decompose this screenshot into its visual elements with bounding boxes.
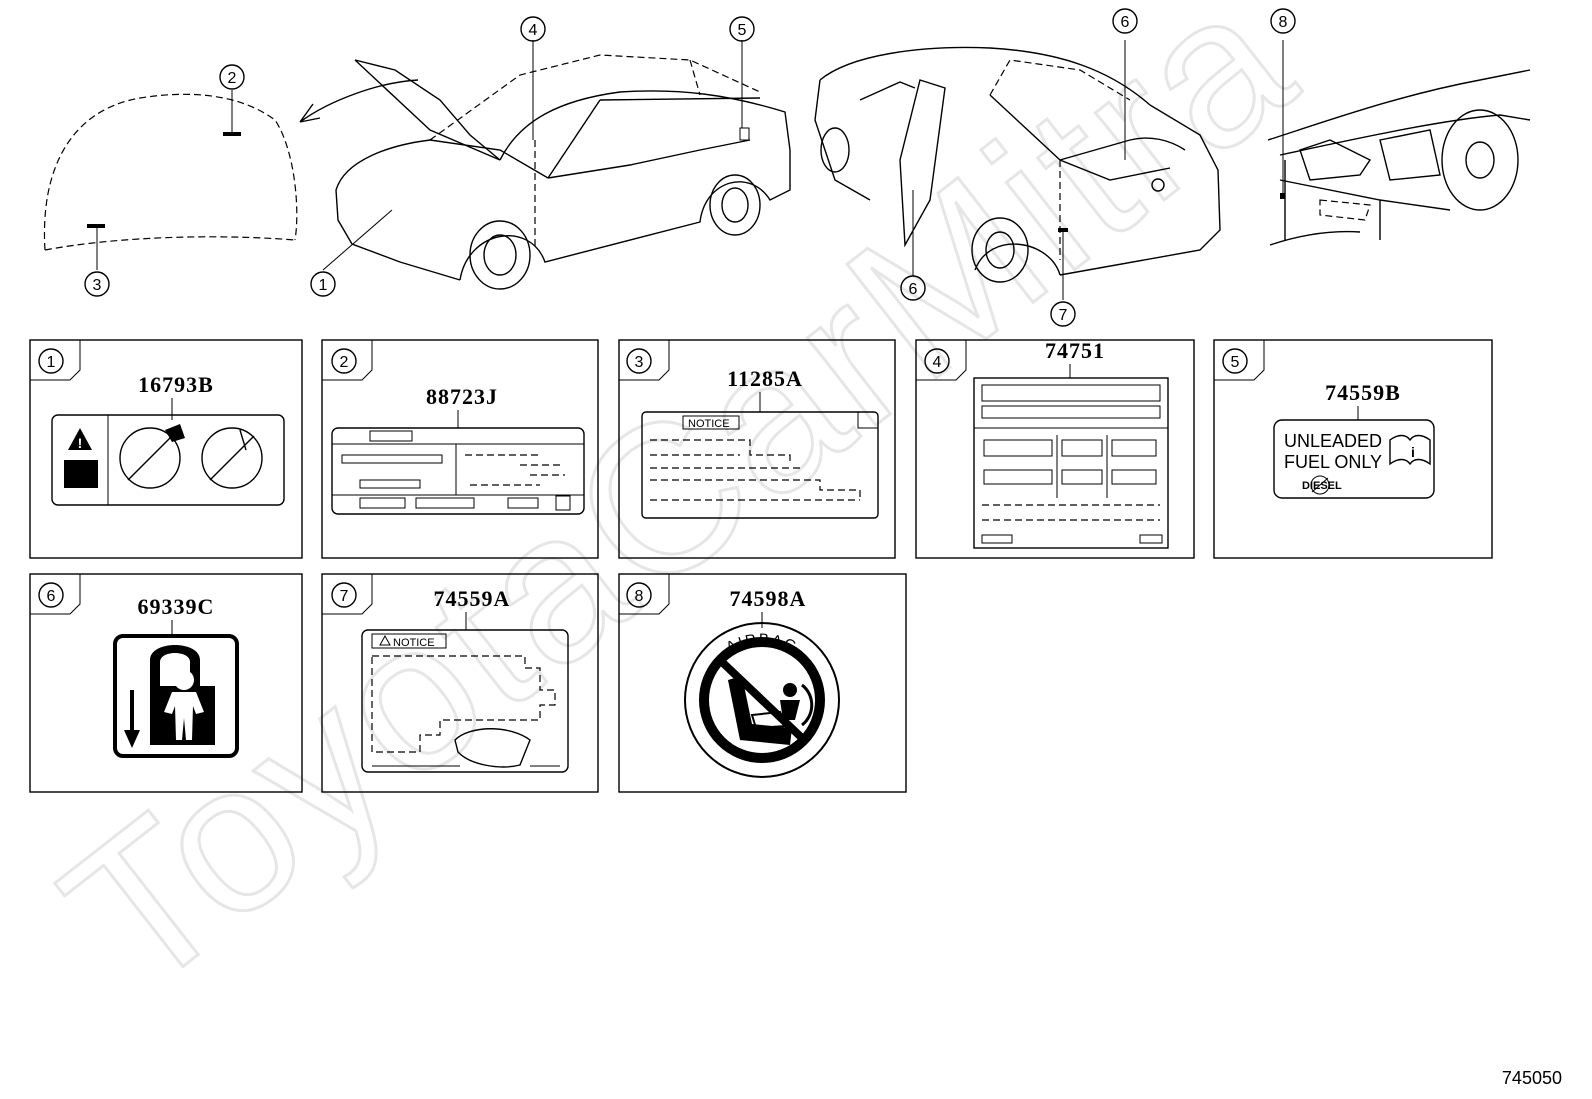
dashboard-illustration	[1267, 40, 1531, 246]
label-graphic	[331, 427, 585, 515]
svg-text:4: 4	[933, 354, 942, 371]
notice-text: NOTICE	[393, 637, 435, 649]
panel-1: 1 16793B !	[29, 339, 303, 559]
airbag-label-graphic: AIRBAG	[684, 622, 840, 778]
callout-7: 7	[1050, 301, 1076, 327]
label-graphic	[51, 414, 285, 506]
svg-text:5: 5	[1231, 354, 1240, 371]
svg-text:4: 4	[529, 22, 538, 39]
svg-text:8: 8	[1279, 14, 1288, 31]
callout-6-door: 6	[900, 275, 926, 301]
label-graphic	[973, 377, 1169, 549]
panel-3: 3 11285A NOTICE	[618, 339, 896, 559]
panel-7: 7 74559A NOTICE	[321, 573, 599, 793]
direction-arrow	[299, 79, 419, 123]
callout-6-trunk: 6	[1112, 8, 1138, 34]
label-graphic	[641, 411, 879, 519]
part-number: 74598A	[730, 586, 807, 611]
label-graphic	[1273, 419, 1435, 499]
svg-text:6: 6	[1121, 14, 1130, 31]
svg-text:3: 3	[93, 277, 102, 294]
callout-3: 3	[84, 271, 110, 297]
panel-2: 2 88723J	[321, 339, 599, 559]
svg-text:7: 7	[1059, 307, 1068, 324]
callout-8: 8	[1270, 8, 1296, 34]
notice-text: NOTICE	[688, 418, 730, 430]
part-number: 88723J	[426, 384, 498, 409]
unleaded-text: UNLEADED	[1284, 431, 1382, 451]
part-number: 11285A	[727, 366, 803, 391]
diesel-text: DIESEL	[1302, 480, 1342, 492]
callout-4: 4	[520, 16, 546, 42]
callout-5: 5	[729, 16, 755, 42]
car-front-illustration	[322, 40, 791, 290]
svg-text:6: 6	[47, 588, 56, 605]
svg-text:2: 2	[340, 354, 349, 371]
callout-1: 1	[310, 271, 336, 297]
svg-text:8: 8	[635, 588, 644, 605]
fuel-only-text: FUEL ONLY	[1284, 452, 1382, 472]
svg-text:5: 5	[738, 22, 747, 39]
car-rear-illustration	[814, 40, 1221, 300]
part-number: 16793B	[138, 372, 214, 397]
panel-6: 6 69339C	[29, 573, 303, 793]
part-number: 74559A	[434, 586, 511, 611]
callout-2: 2	[219, 64, 245, 90]
part-number: 74559B	[1325, 380, 1401, 405]
svg-text:1: 1	[47, 354, 56, 371]
svg-text:3: 3	[635, 354, 644, 371]
svg-text:6: 6	[909, 281, 918, 298]
hood-illustration	[43, 90, 298, 270]
svg-text:i: i	[1411, 444, 1415, 460]
svg-text:2: 2	[228, 70, 237, 87]
svg-text:1: 1	[319, 277, 328, 294]
part-number: 69339C	[138, 594, 215, 619]
svg-text:7: 7	[340, 588, 349, 605]
diagram-id: 745050	[1501, 1068, 1562, 1088]
label-graphic	[361, 629, 569, 773]
svg-text:!: !	[78, 435, 83, 451]
airbag-text: AIRBAG	[723, 631, 800, 656]
part-number: 74751	[1045, 338, 1105, 363]
panel-5: 5 74559B UNLEADED FUEL ONLY DIESEL i	[1213, 339, 1493, 559]
panel-4: 4 74751	[915, 338, 1195, 559]
